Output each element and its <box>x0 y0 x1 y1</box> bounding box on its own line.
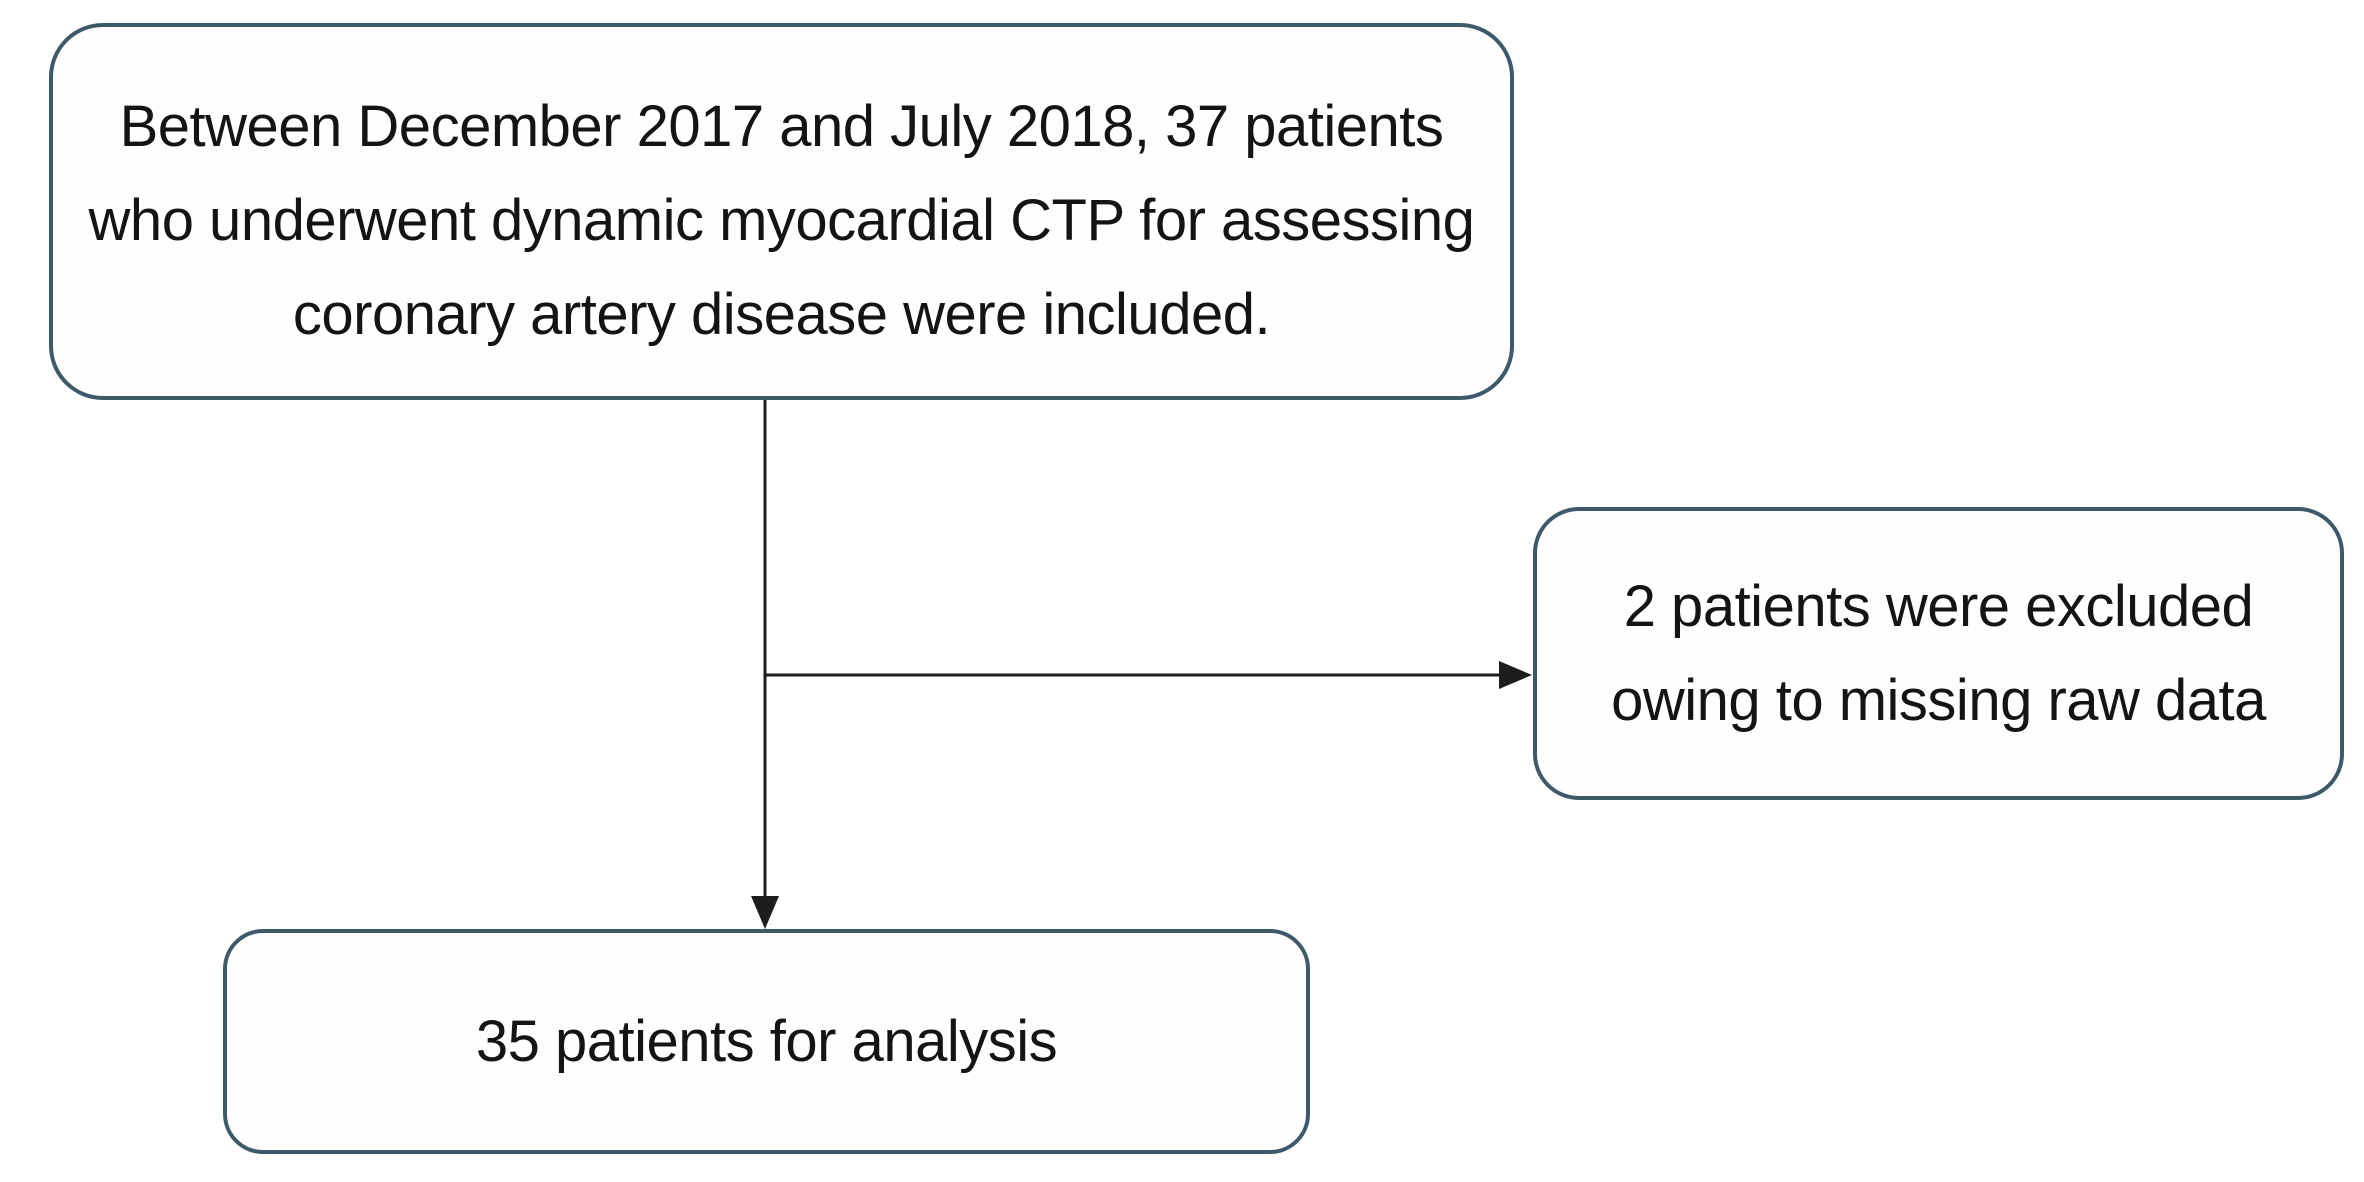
included-text-line-2: who underwent dynamic myocardial CTP for… <box>88 187 1475 253</box>
flow-node-excluded: 2 patients were excluded owing to missin… <box>1533 507 2344 800</box>
flow-node-included: Between December 2017 and July 2018, 37 … <box>49 23 1514 400</box>
flow-node-analysis: 35 patients for analysis <box>223 929 1310 1154</box>
excluded-text-line-1: 2 patients were excluded <box>1623 573 2254 639</box>
arrowhead-down <box>751 896 779 929</box>
included-text-line-3: coronary artery disease were included. <box>292 281 1271 347</box>
included-text-line-1: Between December 2017 and July 2018, 37 … <box>119 93 1444 159</box>
analysis-text-line-1: 35 patients for analysis <box>475 1008 1058 1074</box>
arrowhead-right <box>1499 661 1532 689</box>
excluded-text-line-2: owing to missing raw data <box>1611 667 2266 733</box>
